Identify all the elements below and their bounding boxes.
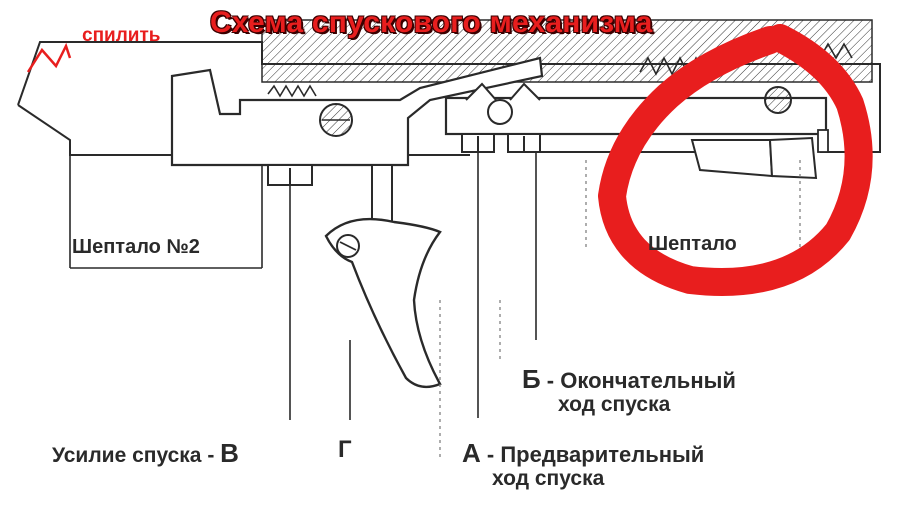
leader-lines bbox=[69, 152, 537, 420]
label-b: Б - Окончательный bbox=[522, 366, 736, 392]
pivot-pin-right bbox=[764, 86, 792, 114]
cut-line bbox=[26, 42, 72, 73]
label-a-line1: - Предварительный bbox=[480, 442, 705, 467]
sear-1-body bbox=[690, 139, 774, 178]
label-g: Г bbox=[338, 436, 352, 463]
sear-2-label: Шептало №2 bbox=[72, 236, 200, 258]
label-a-letter: А bbox=[462, 438, 481, 468]
spring-left bbox=[267, 84, 317, 98]
diagram-title: Схема спускового механизма bbox=[210, 6, 653, 39]
label-b-line1: - Окончательный bbox=[540, 368, 736, 393]
label-b-letter: Б bbox=[522, 364, 541, 394]
dotted-guides bbox=[439, 160, 801, 460]
roller bbox=[487, 99, 513, 125]
label-b-line2: ход спуска bbox=[558, 393, 671, 416]
sear-1-label: Шептало №1 bbox=[648, 233, 776, 255]
label-a: А - Предварительный bbox=[462, 440, 704, 466]
trigger bbox=[324, 217, 442, 389]
red-highlight-circle bbox=[598, 24, 873, 296]
label-force-letter: В bbox=[220, 438, 239, 468]
sear-2-lever bbox=[170, 56, 544, 167]
label-force-text: Усилие спуска - bbox=[52, 444, 221, 467]
trigger-rod bbox=[371, 164, 393, 226]
label-a-line2: ход спуска bbox=[492, 467, 605, 490]
label-force: Усилие спуска - В bbox=[52, 440, 239, 466]
cut-label: спилить bbox=[82, 25, 161, 46]
